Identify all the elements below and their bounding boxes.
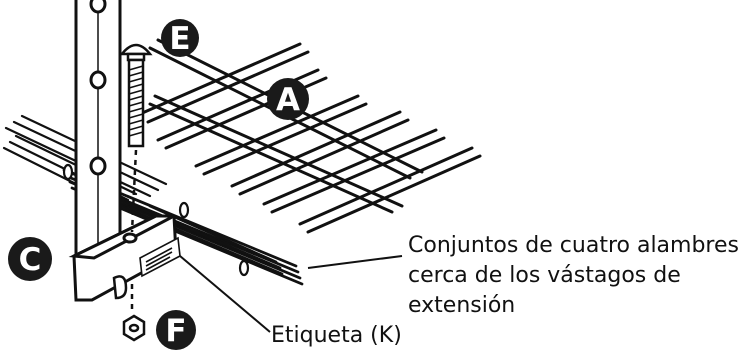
tag-k [139,236,181,278]
collar-bracket [68,214,181,302]
tag-k-label: Etiqueta (K) [271,323,402,348]
callout-c: C [8,237,52,281]
leader-lines [179,255,403,333]
wire-sets-label-line-1: Conjuntos de cuatro alambres [408,233,739,258]
callout-e: E [161,19,199,57]
callout-a: A [267,78,309,120]
bracket-screw [112,275,128,300]
leader-wire-sets [307,255,403,269]
hex-nut [122,314,146,342]
carriage-bolt [119,43,153,148]
bracket-hole [122,232,138,244]
callout-e-letter: E [169,21,190,57]
extension-stems [62,163,250,277]
post-hole [89,70,107,90]
wire-sets-label-line-2: cerca de los vástagos de [408,263,681,288]
corner-post [74,0,122,266]
post-hole [89,156,107,176]
callout-f: F [156,310,196,350]
leader-tag [179,255,271,333]
wire-sets-label-line-3: extensión [408,293,515,318]
shelf-cross-wires [138,42,482,234]
bolt-thread [128,65,144,137]
callout-a-letter: A [276,82,300,118]
assembly-guides [130,149,138,314]
callout-f-letter: F [165,313,186,349]
post-hole [89,0,107,14]
callout-c-letter: C [19,242,42,278]
